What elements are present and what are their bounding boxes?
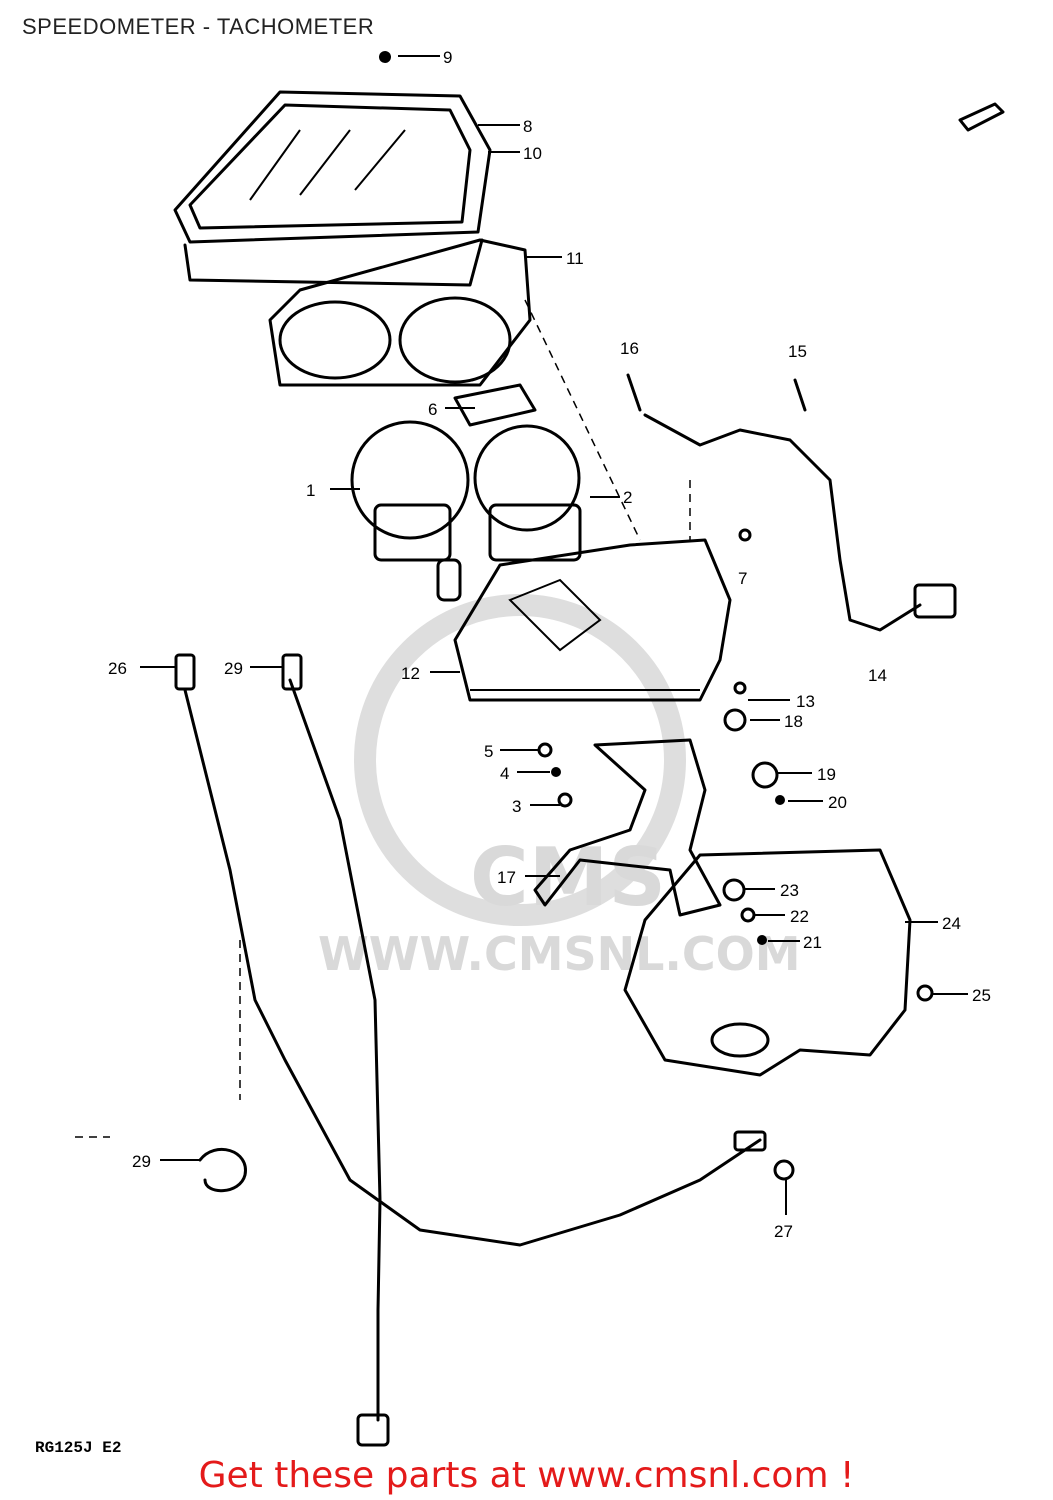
lower-cover [623,848,912,1077]
callout-label: 10 [523,144,542,163]
callout-label: 13 [796,692,815,711]
callout-label: 27 [774,1222,793,1241]
callout-label: 24 [942,914,961,933]
callout-label: 6 [428,400,437,419]
callout-label: 14 [868,666,887,685]
callout-label: 21 [803,933,822,952]
page-title: SPEEDOMETER - TACHOMETER [22,14,375,39]
leader-lines [140,55,968,1215]
meter-case [453,538,732,702]
meter-cables [174,653,762,1447]
callout-label: 11 [566,249,584,268]
footer-link[interactable]: Get these parts at www.cmsnl.com ! [198,1455,855,1496]
gauge-assembly [350,383,582,602]
callout-label: 22 [790,907,809,926]
bracket [533,738,722,917]
callout-label: 23 [780,881,799,900]
model-code: RG125J E2 [35,1439,121,1457]
callout-labels: 9 8 10 11 16 15 6 2 1 7 14 26 29 12 13 1… [108,48,991,1241]
callout-label: 4 [500,764,509,783]
callout-label: 7 [738,569,747,588]
callout-label: 17 [497,868,516,887]
hardware [379,51,934,1181]
callout-label: 2 [623,488,632,507]
front-direction-icon [958,102,1005,132]
callout-label: 29 [224,659,243,678]
watermark-text: WWW.CMSNL.COM [318,927,801,981]
callout-label: 20 [828,793,847,812]
wiring-harness [626,373,957,632]
callout-label: 5 [484,742,493,761]
watermark: CMS WWW.CMSNL.COM [318,594,801,981]
callout-label: 16 [620,339,639,358]
callout-label: 25 [972,986,991,1005]
callout-label: 26 [108,659,127,678]
meter-cover [173,90,492,287]
callout-label: 12 [401,664,420,683]
callout-label: 18 [784,712,803,731]
callout-label: 9 [443,48,452,67]
callout-label: 19 [817,765,836,784]
callout-label: 3 [512,797,521,816]
callout-label: 8 [523,117,532,136]
callout-label: 1 [306,481,315,500]
callout-label: 15 [788,342,807,361]
guide-lines [75,299,691,1138]
callout-label: 29 [132,1152,151,1171]
meter-panel [268,238,532,387]
